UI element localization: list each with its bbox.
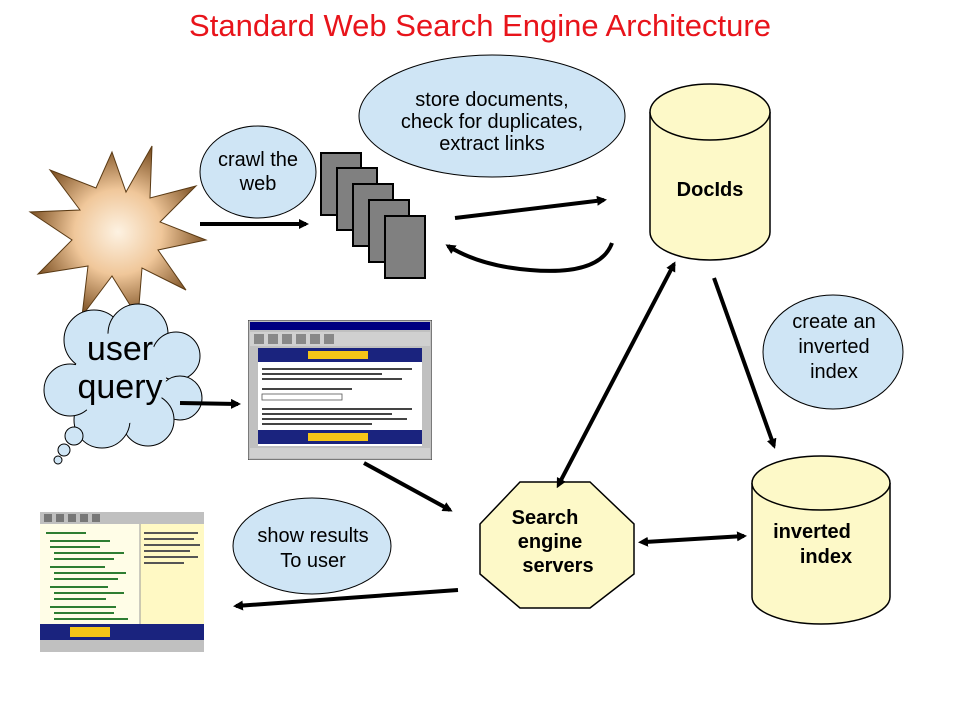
inverted-index-label: inverted index (773, 521, 853, 568)
inverted-index-cylinder (751, 455, 891, 625)
create-index-label: create an inverted index (792, 311, 876, 383)
arrow-docids-to-index (712, 277, 777, 449)
user-query-label: user query (77, 330, 163, 407)
store-label: store documents, check for duplicates, e… (400, 89, 584, 155)
create-index-bubble (762, 294, 904, 410)
flow-arrows (179, 195, 777, 611)
crawl-bubble (199, 125, 317, 219)
arrow-docs-to-store (454, 195, 607, 220)
page-title: Standard Web Search Engine Architecture (189, 8, 771, 43)
docids-cylinder (649, 83, 771, 261)
results-page-screenshot (40, 512, 204, 652)
arrow-query-to-browser (179, 398, 241, 409)
show-results-bubble (232, 497, 392, 595)
arrow-servers-index (638, 531, 747, 547)
arrow-feedback-links (445, 242, 614, 273)
search-servers-octagon (479, 481, 635, 609)
show-results-label: show results To user (257, 525, 369, 572)
crawl-label: crawl the web (217, 149, 299, 195)
store-bubble (358, 54, 626, 178)
arrow-servers-to-results (233, 588, 459, 611)
crawled-documents-icon (320, 152, 426, 279)
web-starburst-icon (28, 145, 208, 320)
search-page-screenshot (248, 320, 432, 460)
user-query-cloud (43, 303, 203, 465)
docids-label: DocIds (676, 179, 744, 201)
search-servers-label: Search engine servers (511, 507, 594, 577)
arrow-browser-to-servers (363, 461, 453, 512)
arrow-servers-docids (556, 261, 676, 489)
